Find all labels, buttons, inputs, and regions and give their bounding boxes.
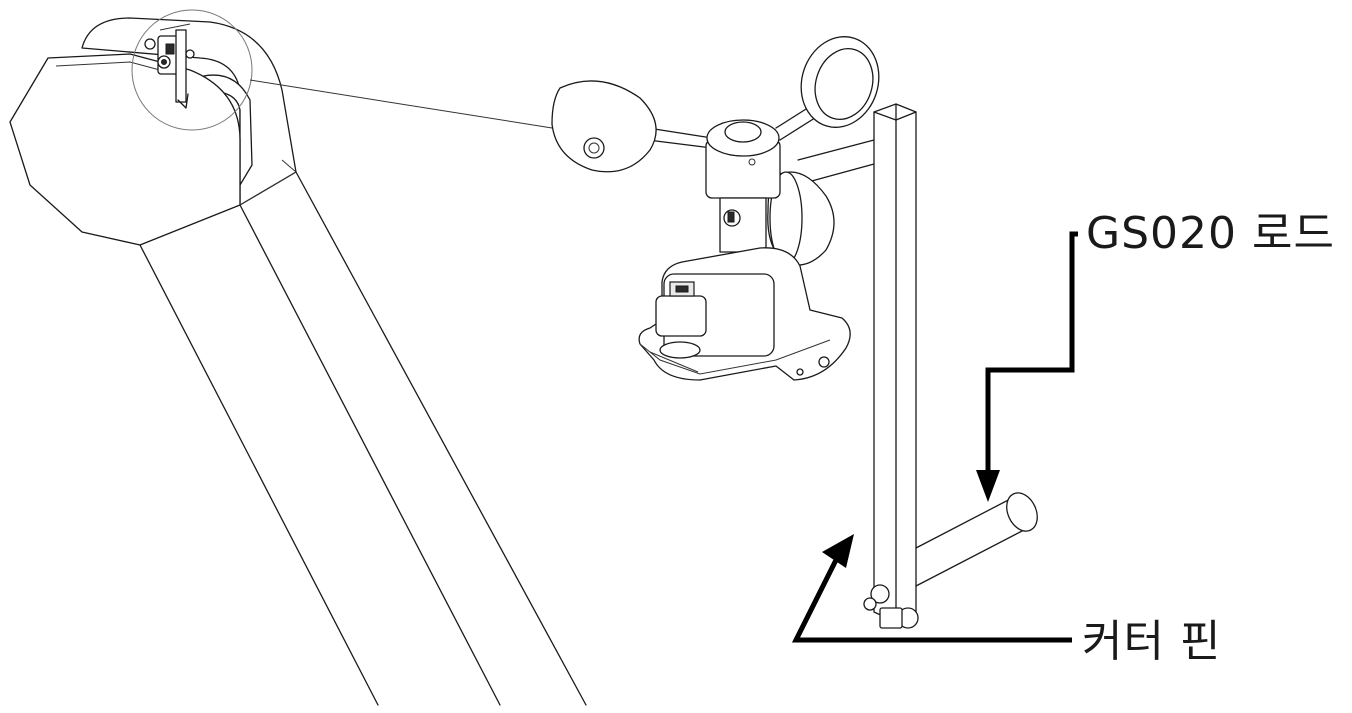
rod-leader-arrow (976, 231, 1078, 502)
pin-leader-arrow (791, 534, 1072, 643)
zoom-detail (131, 9, 253, 131)
zoom-leader-line (249, 79, 553, 129)
mounting-bracket (797, 103, 919, 629)
anemometer (551, 36, 880, 381)
mast-enclosure (9, 17, 297, 246)
rod-label: GS020 로드 (1086, 208, 1335, 259)
mast-pole (139, 171, 587, 706)
cutter-pin-label: 커터 핀 (1082, 616, 1222, 667)
gs020-rod (915, 492, 1038, 587)
